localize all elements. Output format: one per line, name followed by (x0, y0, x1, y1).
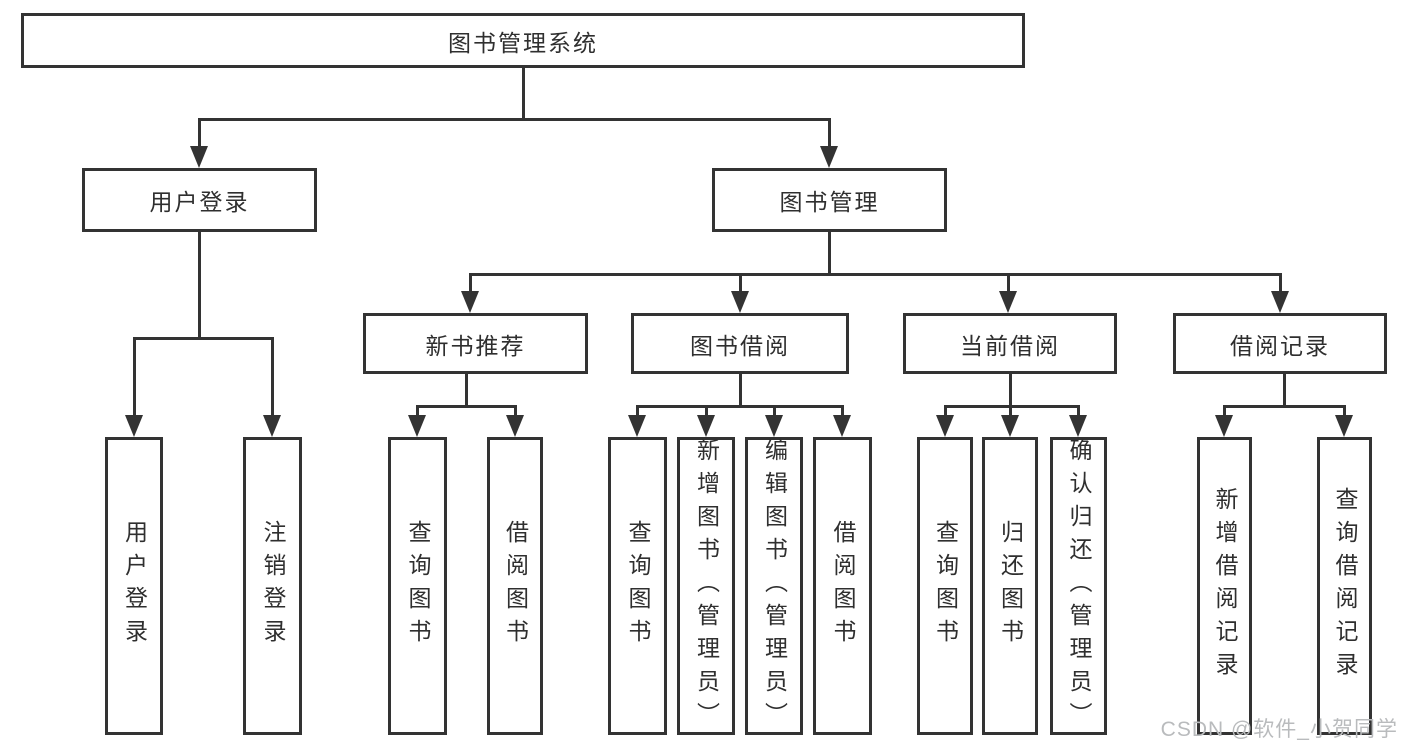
arrow-down-icon (999, 291, 1017, 313)
leaf-query-book-recommend: 查询图书 (388, 437, 447, 735)
node-book-borrow-label: 图书借阅 (690, 332, 790, 359)
leaf-query-book-recommend-label: 查询图书 (405, 520, 431, 652)
connector-to-leaf (513, 405, 517, 415)
leaf-query-current-borrow: 查询图书 (917, 437, 973, 735)
arrow-down-icon (1069, 415, 1087, 437)
arrow-down-icon (1335, 415, 1353, 437)
node-book-management: 图书管理 (712, 168, 947, 232)
leaf-logout-label: 注销登录 (260, 520, 286, 652)
connector-to-leaf (415, 405, 419, 415)
connector-to-leaf (635, 405, 639, 415)
arrow-down-icon (731, 291, 749, 313)
connector-user-login-stem (197, 232, 201, 337)
leaf-confirm-return-admin-label: 确认归还（管理员） (1066, 437, 1092, 735)
connector-to-leaf (943, 405, 947, 415)
connector-to-level3 (1278, 273, 1282, 291)
connector-to-leaf (704, 405, 708, 415)
node-new-book-recommend-label: 新书推荐 (425, 332, 526, 359)
leaf-confirm-return-admin: 确认归还（管理员） (1050, 437, 1107, 735)
arrow-down-icon (1001, 415, 1019, 437)
node-borrow-record-label: 借阅记录 (1230, 332, 1330, 359)
leaf-user-login-label: 用户登录 (121, 520, 148, 652)
leaf-return-book: 归还图书 (982, 437, 1038, 735)
node-book-management-label: 图书管理 (779, 189, 880, 215)
connector-recommend-stem (464, 374, 468, 405)
arrow-down-icon (833, 415, 851, 437)
leaf-query-borrow-record: 查询借阅记录 (1317, 437, 1372, 735)
arrow-down-icon (820, 146, 838, 168)
node-current-borrow: 当前借阅 (903, 313, 1117, 374)
node-user-login-label: 用户登录 (149, 189, 250, 215)
arrow-down-icon (263, 415, 281, 437)
connector-to-leaf (1222, 405, 1226, 415)
connector-borrow-stem (738, 374, 742, 405)
arrow-down-icon (461, 291, 479, 313)
connector-to-level3 (738, 273, 742, 291)
node-current-borrow-label: 当前借阅 (960, 332, 1060, 359)
connector-to-level3 (1006, 273, 1010, 291)
leaf-edit-book-admin-label: 编辑图书（管理员） (761, 437, 788, 735)
leaf-add-book-admin-label: 新增图书（管理员） (693, 437, 720, 735)
connector-to-leaf (1076, 405, 1080, 415)
leaf-add-borrow-record: 新增借阅记录 (1197, 437, 1252, 735)
node-user-login: 用户登录 (82, 168, 317, 232)
node-root: 图书管理系统 (21, 13, 1025, 68)
connector-current-stem (1008, 374, 1012, 405)
csdn-watermark: CSDN @软件_小贺同学 (1160, 718, 1398, 741)
leaf-add-borrow-record-label: 新增借阅记录 (1212, 487, 1238, 685)
leaf-logout: 注销登录 (243, 437, 302, 735)
connector-to-user-login (197, 118, 201, 148)
leaf-return-book-label: 归还图书 (997, 520, 1024, 652)
connector-recommend-rail (415, 405, 517, 408)
leaf-query-borrow-record-label: 查询借阅记录 (1332, 487, 1358, 685)
connector-book-management-stem (827, 232, 831, 273)
connector-to-leaf (772, 405, 776, 415)
node-new-book-recommend: 新书推荐 (363, 313, 588, 374)
connector-borrow-rail (635, 405, 844, 408)
leaf-borrow-book-recommend: 借阅图书 (487, 437, 543, 735)
arrow-down-icon (765, 415, 783, 437)
connector-user-login-rail (132, 337, 274, 340)
arrow-down-icon (506, 415, 524, 437)
leaf-borrow-book-label: 借阅图书 (830, 520, 856, 652)
connector-record-rail (1222, 405, 1346, 408)
connector-to-leaf (1008, 405, 1012, 415)
arrow-down-icon (628, 415, 646, 437)
arrow-down-icon (125, 415, 143, 437)
node-root-label: 图书管理系统 (448, 29, 598, 56)
connector-to-leaf (132, 337, 136, 415)
connector-root-rail (197, 118, 831, 121)
leaf-add-book-admin: 新增图书（管理员） (677, 437, 735, 735)
arrow-down-icon (936, 415, 954, 437)
arrow-down-icon (408, 415, 426, 437)
leaf-query-book-borrow: 查询图书 (608, 437, 667, 735)
connector-root-stem (521, 68, 525, 118)
leaf-edit-book-admin: 编辑图书（管理员） (745, 437, 803, 735)
leaf-query-book-borrow-label: 查询图书 (625, 520, 651, 652)
node-borrow-record: 借阅记录 (1173, 313, 1387, 374)
arrow-down-icon (1271, 291, 1289, 313)
connector-to-book-management (827, 118, 831, 148)
node-book-borrow: 图书借阅 (631, 313, 849, 374)
leaf-borrow-book: 借阅图书 (813, 437, 872, 735)
connector-to-leaf (270, 337, 274, 415)
arrow-down-icon (1215, 415, 1233, 437)
leaf-user-login: 用户登录 (105, 437, 163, 735)
connector-to-level3 (468, 273, 472, 291)
connector-record-stem (1282, 374, 1286, 405)
leaf-query-current-borrow-label: 查询图书 (932, 520, 959, 652)
connector-current-rail (943, 405, 1080, 408)
arrow-down-icon (190, 146, 208, 168)
connector-to-leaf (1342, 405, 1346, 415)
connector-book-management-rail (468, 273, 1282, 276)
connector-to-leaf (840, 405, 844, 415)
leaf-borrow-book-recommend-label: 借阅图书 (502, 520, 529, 652)
arrow-down-icon (697, 415, 715, 437)
